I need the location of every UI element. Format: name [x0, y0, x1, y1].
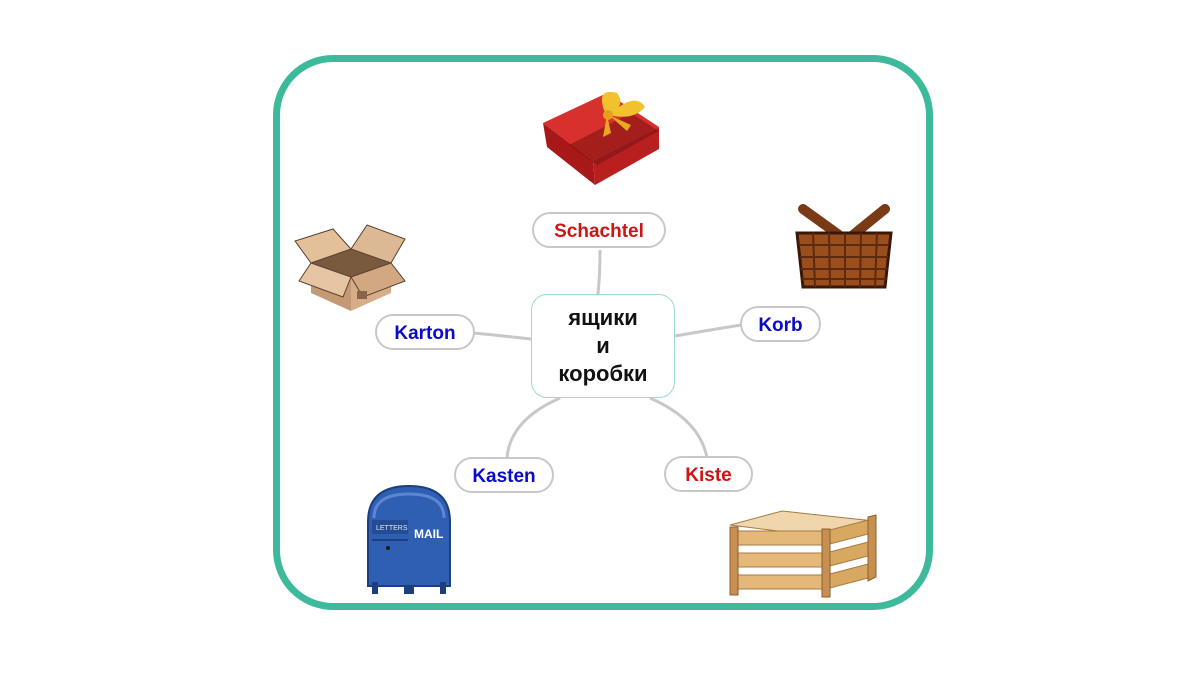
mailbox-letters-text: LETTERS — [376, 525, 408, 532]
node-schachtel: Schachtel — [532, 212, 666, 248]
center-line-3: коробки — [558, 361, 648, 386]
diagram-frame — [273, 55, 933, 610]
node-karton-label: Karton — [394, 323, 456, 344]
mailbox-mail-text: MAIL — [414, 527, 443, 541]
node-kasten: Kasten — [454, 457, 554, 493]
connector-korb — [674, 323, 742, 338]
connector-karton — [472, 331, 532, 341]
connector-schachtel — [596, 249, 602, 295]
node-kiste-label: Kiste — [685, 465, 732, 486]
cardboard-box-icon — [294, 224, 406, 311]
wooden-crate-icon — [729, 510, 877, 598]
node-schachtel-label: Schachtel — [554, 221, 644, 242]
connector-kasten — [505, 396, 561, 459]
node-kiste: Kiste — [664, 456, 753, 492]
center-line-1: ящики — [568, 305, 638, 330]
node-karton: Karton — [375, 314, 475, 350]
node-korb: Korb — [740, 306, 821, 342]
center-node: ящики и коробки — [531, 294, 675, 398]
gift-box-icon — [543, 91, 659, 185]
mailbox-icon: LETTERS MAIL — [367, 484, 451, 594]
connector-kiste — [649, 396, 709, 459]
center-line-2: и — [596, 333, 610, 358]
node-kasten-label: Kasten — [472, 466, 536, 487]
basket-icon — [795, 204, 893, 289]
node-korb-label: Korb — [758, 315, 803, 336]
